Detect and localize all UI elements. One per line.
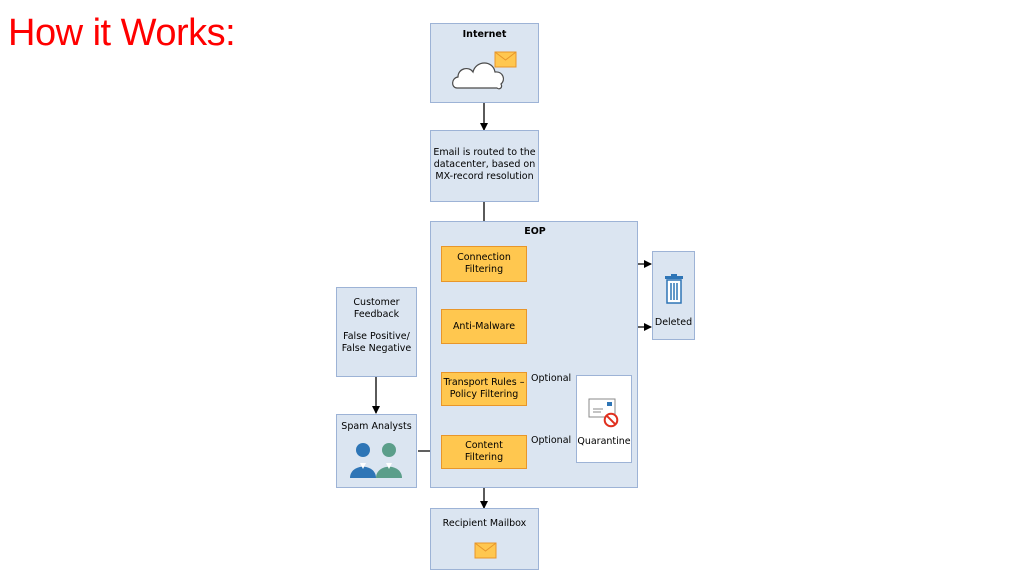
blocked-icon [603,412,619,428]
content-line1: Content [465,440,503,451]
routing-line1: Email is routed to the [433,147,536,158]
connection-filtering-stage: Connection Filtering [441,246,527,282]
routing-box: Email is routed to the datacenter, based… [430,130,539,202]
cloud-icon [452,62,505,90]
spam-analysts-box: Spam Analysts [336,414,417,488]
connection-line2: Filtering [464,264,504,275]
trash-can-icon [665,274,683,304]
optional-label-content: Optional [531,435,572,446]
connection-line1: Connection [457,252,511,263]
transport-line2: Policy Filtering [449,389,519,400]
routing-line3: MX-record resolution [435,171,534,182]
quarantine-box: Quarantine [576,375,632,463]
deleted-label: Deleted [654,317,693,328]
anti-malware-stage: Anti-Malware [441,309,527,344]
deleted-box: Deleted [652,251,695,340]
internet-title: Internet [462,29,507,40]
transport-rules-stage: Transport Rules – Policy Filtering [441,372,527,406]
routing-line2: datacenter, based on [433,159,536,170]
feedback-line2: Feedback [353,309,400,320]
recipient-mailbox-box: Recipient Mailbox [430,508,539,570]
transport-line1: Transport Rules – [443,377,525,388]
customer-feedback-box: Customer Feedback False Positive/ False … [336,287,417,377]
internet-box: Internet [430,23,539,103]
eop-title: EOP [524,226,546,237]
mailbox-envelope-icon [474,542,497,559]
content-filtering-stage: Content Filtering [441,435,527,469]
antimalware-line1: Anti-Malware [452,320,516,332]
feedback-line3: False Positive/ [343,331,410,342]
users-icon [350,443,402,478]
slide-title: How it Works: [8,12,236,54]
spam-analysts-label: Spam Analysts [341,421,412,432]
feedback-line4: False Negative [341,343,412,354]
feedback-line1: Customer [353,297,400,308]
envelope-icon [494,51,517,68]
content-line2: Filtering [464,452,504,463]
quarantine-label: Quarantine [577,436,631,447]
quarantine-envelope-icon [588,398,616,418]
recipient-mailbox-label: Recipient Mailbox [442,518,527,529]
optional-label-transport: Optional [531,373,572,384]
